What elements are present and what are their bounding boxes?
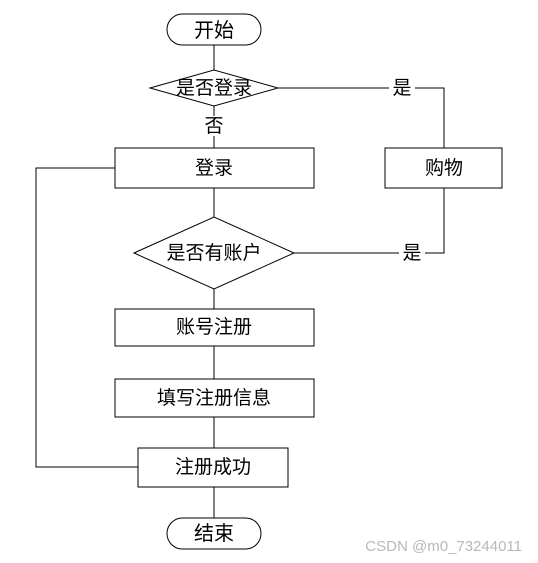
- edge-is-logged-in-to-shopping: [278, 87, 445, 148]
- watermark: CSDN @m0_73244011: [365, 538, 522, 555]
- login-process: [114, 147, 315, 189]
- edge-label-logged-in-no: 否: [204, 115, 223, 137]
- start-label: 开始: [194, 18, 234, 42]
- fill-register-info-label: 填写注册信息: [157, 387, 271, 409]
- edge-label-has-account-yes: 是: [402, 242, 421, 264]
- shopping-label: 购物: [425, 157, 463, 179]
- register-success-label: 注册成功: [175, 456, 251, 478]
- fill-register-info-process: [114, 378, 315, 418]
- is-logged-in-decision: [148, 69, 280, 107]
- login-label: 登录: [195, 157, 233, 179]
- end-label: 结束: [194, 521, 234, 545]
- has-account-label: 是否有账户: [166, 242, 261, 264]
- connectors: [35, 45, 445, 518]
- end-terminator: [166, 517, 262, 550]
- shopping-process: [384, 147, 503, 189]
- start-terminator: [166, 13, 262, 46]
- register-account-label: 账号注册: [176, 316, 252, 338]
- register-account-process: [114, 308, 315, 347]
- edge-shopping-to-has-account: [294, 188, 445, 254]
- has-account-decision: [132, 216, 296, 290]
- edge-success-back-to-login: [35, 167, 138, 468]
- edge-label-logged-in-yes: 是: [392, 77, 411, 99]
- register-success-process: [137, 447, 289, 488]
- is-logged-in-label: 是否登录: [176, 77, 252, 99]
